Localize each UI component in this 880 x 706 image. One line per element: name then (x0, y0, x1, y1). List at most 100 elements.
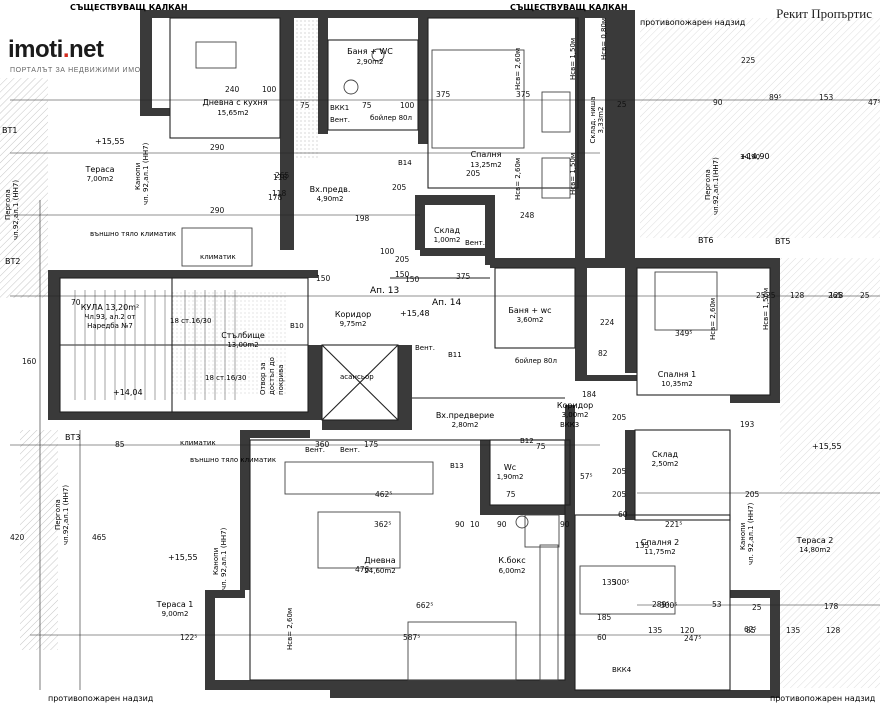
height-label: Нсв= 0,80м (600, 18, 608, 60)
dimension-value: 185 (597, 613, 612, 622)
room-name: Тераса (84, 165, 114, 174)
dimension-value: 476 (355, 565, 370, 574)
pergola-label: Пергола (54, 499, 62, 530)
dimension-value: 82 (598, 349, 608, 358)
canopy-label: Канопи (134, 163, 142, 190)
room-area: 24,60m2 (364, 567, 395, 575)
room-name: Вх.предверие (436, 411, 494, 420)
dimension-value: 205 (395, 255, 410, 264)
dimension-value: 375 (516, 90, 531, 99)
level-mark: +15,55 (168, 553, 198, 562)
dimension-value: 205 (612, 467, 627, 476)
dimension-value: 205 (745, 490, 760, 499)
dimension-value: 25 (860, 291, 870, 300)
height-label: Нсв= 1,50м (762, 288, 770, 330)
dimension-value: 300⁵ (660, 601, 677, 610)
dimension-value: 120 (680, 626, 695, 635)
height-label: Нсв= 1,50м (569, 38, 577, 80)
dimension-value: 135 (786, 626, 801, 635)
dimension-value: 70 (71, 298, 81, 307)
dimension-value: 122⁵ (180, 633, 197, 642)
walls (48, 10, 780, 698)
terrace-decks (0, 18, 880, 688)
dimension-value: 240 (225, 85, 240, 94)
edge-label-fire-bottom-right: противопожарен надзид (770, 694, 876, 703)
dimension-value: 100 (262, 85, 277, 94)
door-tag: B11 (448, 351, 462, 359)
dimension-value: 160 (22, 357, 37, 366)
room-name: Спалня 2 (641, 538, 680, 547)
logo-tagline: ПОРТАЛЪТ ЗА НЕДВИЖИМИ ИМОТИ (10, 67, 152, 74)
room-note: Наредба №7 (87, 322, 133, 330)
pergola-label: Пергола (4, 189, 12, 220)
opening-label-2: достъп до (268, 357, 276, 395)
dimension-value: 62⁵ (744, 625, 757, 634)
axis-label: ВТ1 (2, 126, 17, 135)
room-name: Баня + WC (347, 47, 393, 56)
dimension-value: 375 (436, 90, 451, 99)
room-name: Склад. ниша (589, 97, 597, 144)
dimension-value: 75 (300, 101, 310, 110)
dimension-value: 25 (766, 291, 776, 300)
room-name: Склад (652, 450, 678, 459)
height-label: Нсв= 2,60м (514, 158, 522, 200)
room-name: Дневна с кухня (202, 98, 267, 107)
dimension-value: 205 (612, 490, 627, 499)
outdoor-unit-label: външно тяло климатик (90, 230, 176, 238)
vent-label: Вент. (305, 446, 325, 454)
dimension-value: 75 (362, 101, 372, 110)
dimension-value: 90 (560, 520, 570, 529)
dimension-value: 221⁵ (665, 520, 682, 529)
level-mark: +15,48 (400, 309, 430, 318)
logo-wordmark: imoti.net (8, 36, 104, 63)
apartment-label-14: Ап. 14 (432, 298, 461, 308)
room-name: Баня + wc (508, 306, 551, 315)
room-area: 2,90m2 (357, 58, 384, 66)
dimension-value: 662⁵ (416, 601, 433, 610)
room-area: 14,80m2 (799, 546, 830, 554)
room-name: Тераса 2 (796, 536, 834, 545)
dimension-value: 289⁵ (652, 600, 669, 609)
watermark: Рекит Пропъртис (776, 6, 872, 21)
dimension-value: 25 (752, 603, 762, 612)
dimension-value: 360 (315, 440, 330, 449)
level-mark: +14,04 (113, 388, 143, 397)
dimension-value: 587⁵ (403, 633, 420, 642)
room-area: 9,75m2 (340, 320, 367, 328)
dimension-value: 128 (790, 291, 805, 300)
axis-label: ВТ5 (775, 237, 790, 246)
dimension-value: 198 (355, 214, 370, 223)
room-name: Коридор (335, 310, 371, 319)
room-area: 1,90m2 (497, 473, 524, 481)
pergola-rule: чл.92,ал.1 (НН7) (12, 180, 20, 240)
dimension-value: 362⁵ (374, 520, 391, 529)
height-label: Нсв= 2,60м (514, 48, 522, 90)
site-logo[interactable]: imoti.net ПОРТАЛЪТ ЗА НЕДВИЖИМИ ИМОТИ (6, 36, 176, 86)
dimension-lines (10, 99, 880, 690)
dimension-value: 25 (756, 291, 766, 300)
room-area: 6,00m2 (499, 567, 526, 575)
room-area: 2,80m2 (452, 421, 479, 429)
room-name: КУЛА 13,20m² (81, 303, 140, 312)
room-name: Спалня (471, 150, 502, 159)
level-mark: +15,55 (812, 442, 842, 451)
canopy-rule: чл. 92,ал.1 (НН7) (142, 142, 150, 205)
dimension-value: 375 (456, 272, 471, 281)
dimension-value: 178 (268, 193, 283, 202)
dimension-value: 60 (618, 510, 628, 519)
dimension-value: 75 (536, 442, 546, 451)
dimension-value: 57⁵ (580, 472, 593, 481)
pergola-label: Пергола (704, 169, 712, 200)
vent-label: Вент. (415, 344, 435, 352)
room-area: 3,00m2 (562, 411, 589, 419)
interior-lines (59, 17, 771, 691)
pergola-rule: чл.92,ал.1(НН7) (712, 157, 720, 215)
dimension-value: 118 (272, 189, 287, 198)
dimension-value: 205 (466, 169, 481, 178)
room-labels: Дневна с кухня 15,65m2 Баня + WC 2,90m2 … (81, 47, 834, 618)
dimension-value: 290 (210, 206, 225, 215)
room-area: 10,35m2 (661, 380, 692, 388)
room-name: Дневна (364, 556, 395, 565)
vent-label: Вент. (465, 239, 485, 247)
